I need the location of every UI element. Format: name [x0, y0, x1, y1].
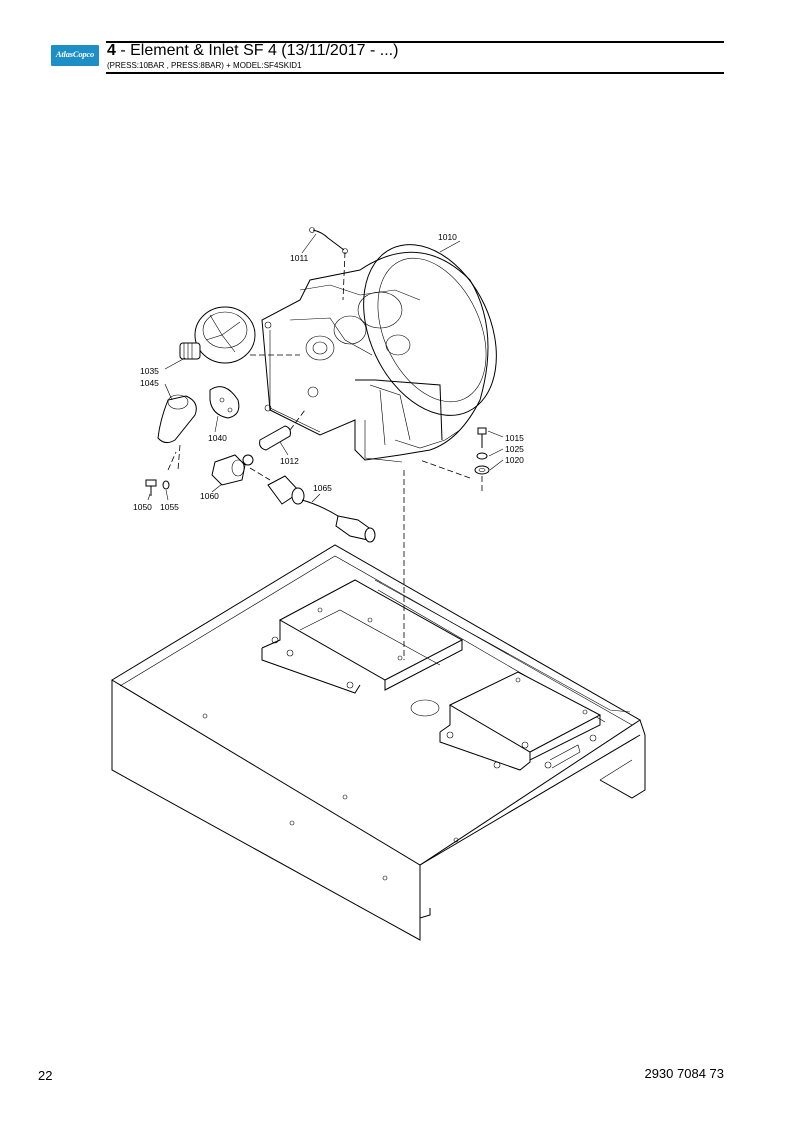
callout-1060: 1060 — [200, 491, 219, 501]
page-subtitle: (PRESS:10BAR , PRESS:8BAR) + MODEL:SF4SK… — [107, 61, 302, 70]
part-1012-drawing — [259, 409, 306, 451]
page-title: 4 - Element & Inlet SF 4 (13/11/2017 - .… — [107, 42, 398, 60]
callout-1020: 1020 — [505, 455, 524, 465]
callout-1012: 1012 — [280, 456, 299, 466]
part-1035-drawing — [179, 306, 300, 364]
callout-1045: 1045 — [140, 378, 159, 388]
callout-1035: 1035 — [140, 366, 159, 376]
section-number: 4 — [107, 42, 116, 59]
leader-lines — [147, 233, 504, 503]
part-1040-drawing — [209, 386, 240, 419]
logo-text: AtlasCopco — [55, 49, 95, 59]
compressor-element-drawing — [261, 244, 497, 463]
callout-1050: 1050 — [133, 502, 152, 512]
callout-1025: 1025 — [505, 444, 524, 454]
part-1060-drawing — [211, 454, 271, 486]
part-1065-drawing — [267, 475, 376, 543]
part-1045-drawing — [157, 394, 197, 471]
callout-1055: 1055 — [160, 502, 179, 512]
header-rule-top — [106, 41, 724, 43]
header-rule-bottom — [106, 72, 724, 74]
section-title: - Element & Inlet SF 4 (13/11/2017 - ...… — [115, 42, 399, 59]
callout-1040: 1040 — [208, 433, 227, 443]
callout-1015: 1015 — [505, 433, 524, 443]
part-1015-1025-1020-drawing — [419, 427, 490, 492]
atlas-copco-logo: AtlasCopco — [51, 45, 99, 66]
callout-1065: 1065 — [313, 483, 332, 493]
part-1050-1055-drawing — [145, 451, 177, 496]
part-1011-drawing — [309, 227, 348, 301]
callout-1010: 1010 — [438, 232, 457, 242]
page-number: 22 — [38, 1068, 53, 1083]
callout-1011: 1011 — [290, 253, 309, 263]
document-number: 2930 7084 73 — [644, 1066, 724, 1081]
skid-frame-drawing — [111, 544, 646, 941]
